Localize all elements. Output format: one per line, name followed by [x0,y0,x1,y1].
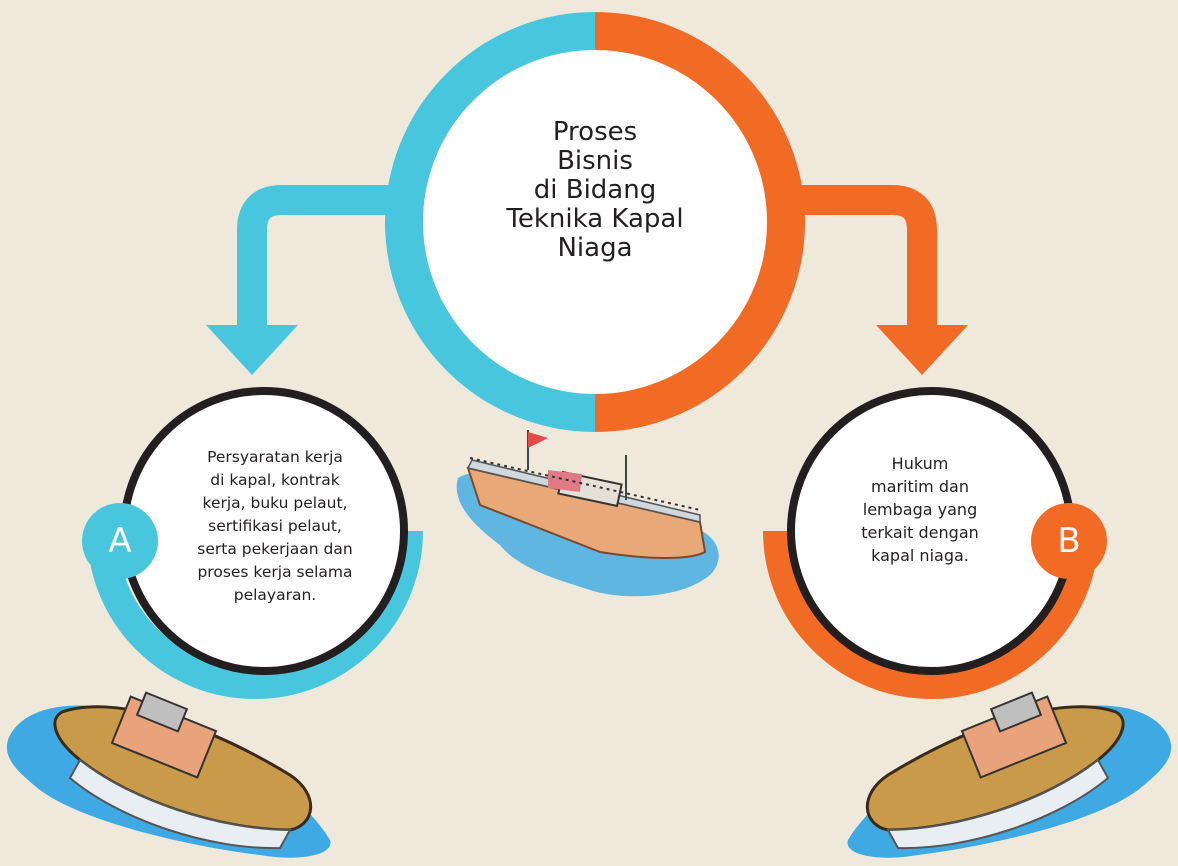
node-a-description-line: proses kerja selama [197,563,353,581]
left-connector-arrow [206,185,420,375]
center-title-line: Bisnis [557,146,633,176]
node-b-description: Hukum maritim dan lembaga yang terkait deng… [830,452,1010,567]
boat-illustration-right [847,691,1172,858]
center-title-line: Niaga [557,233,633,263]
center-ring [385,12,805,432]
node-a-description-line: sertifikasi pelaut, [208,517,342,535]
node-a-circle [87,387,423,699]
center-title-line: Teknika Kapal [506,204,684,234]
node-b-description-line: Hukum [891,454,949,473]
center-title-line: di Bidang [533,175,657,205]
boat-illustration-left [6,691,331,858]
node-a-description: Persyaratan kerja di kapal, kontrak kerja,… [160,446,390,607]
right-connector-arrow [770,185,968,375]
center-title-line: Proses [552,117,638,147]
node-a-description-line: di kapal, kontrak [210,471,340,489]
node-b-description-line: terkait dengan [861,523,979,542]
node-a-description-line: kerja, buku pelaut, [202,494,348,512]
badge-b: B [1031,503,1107,579]
node-b-description-line: kapal niaga. [871,546,969,565]
node-a-description-line: Persyaratan kerja [207,448,343,466]
node-a-description-line: pelayaran. [233,586,317,604]
node-a-description-line: serta pekerjaan dan [197,540,353,558]
node-b-description-line: lembaga yang [862,500,978,519]
node-b-description-line: maritim dan [871,477,969,496]
badge-a: A [82,503,158,579]
ship-illustration-center [456,430,719,597]
